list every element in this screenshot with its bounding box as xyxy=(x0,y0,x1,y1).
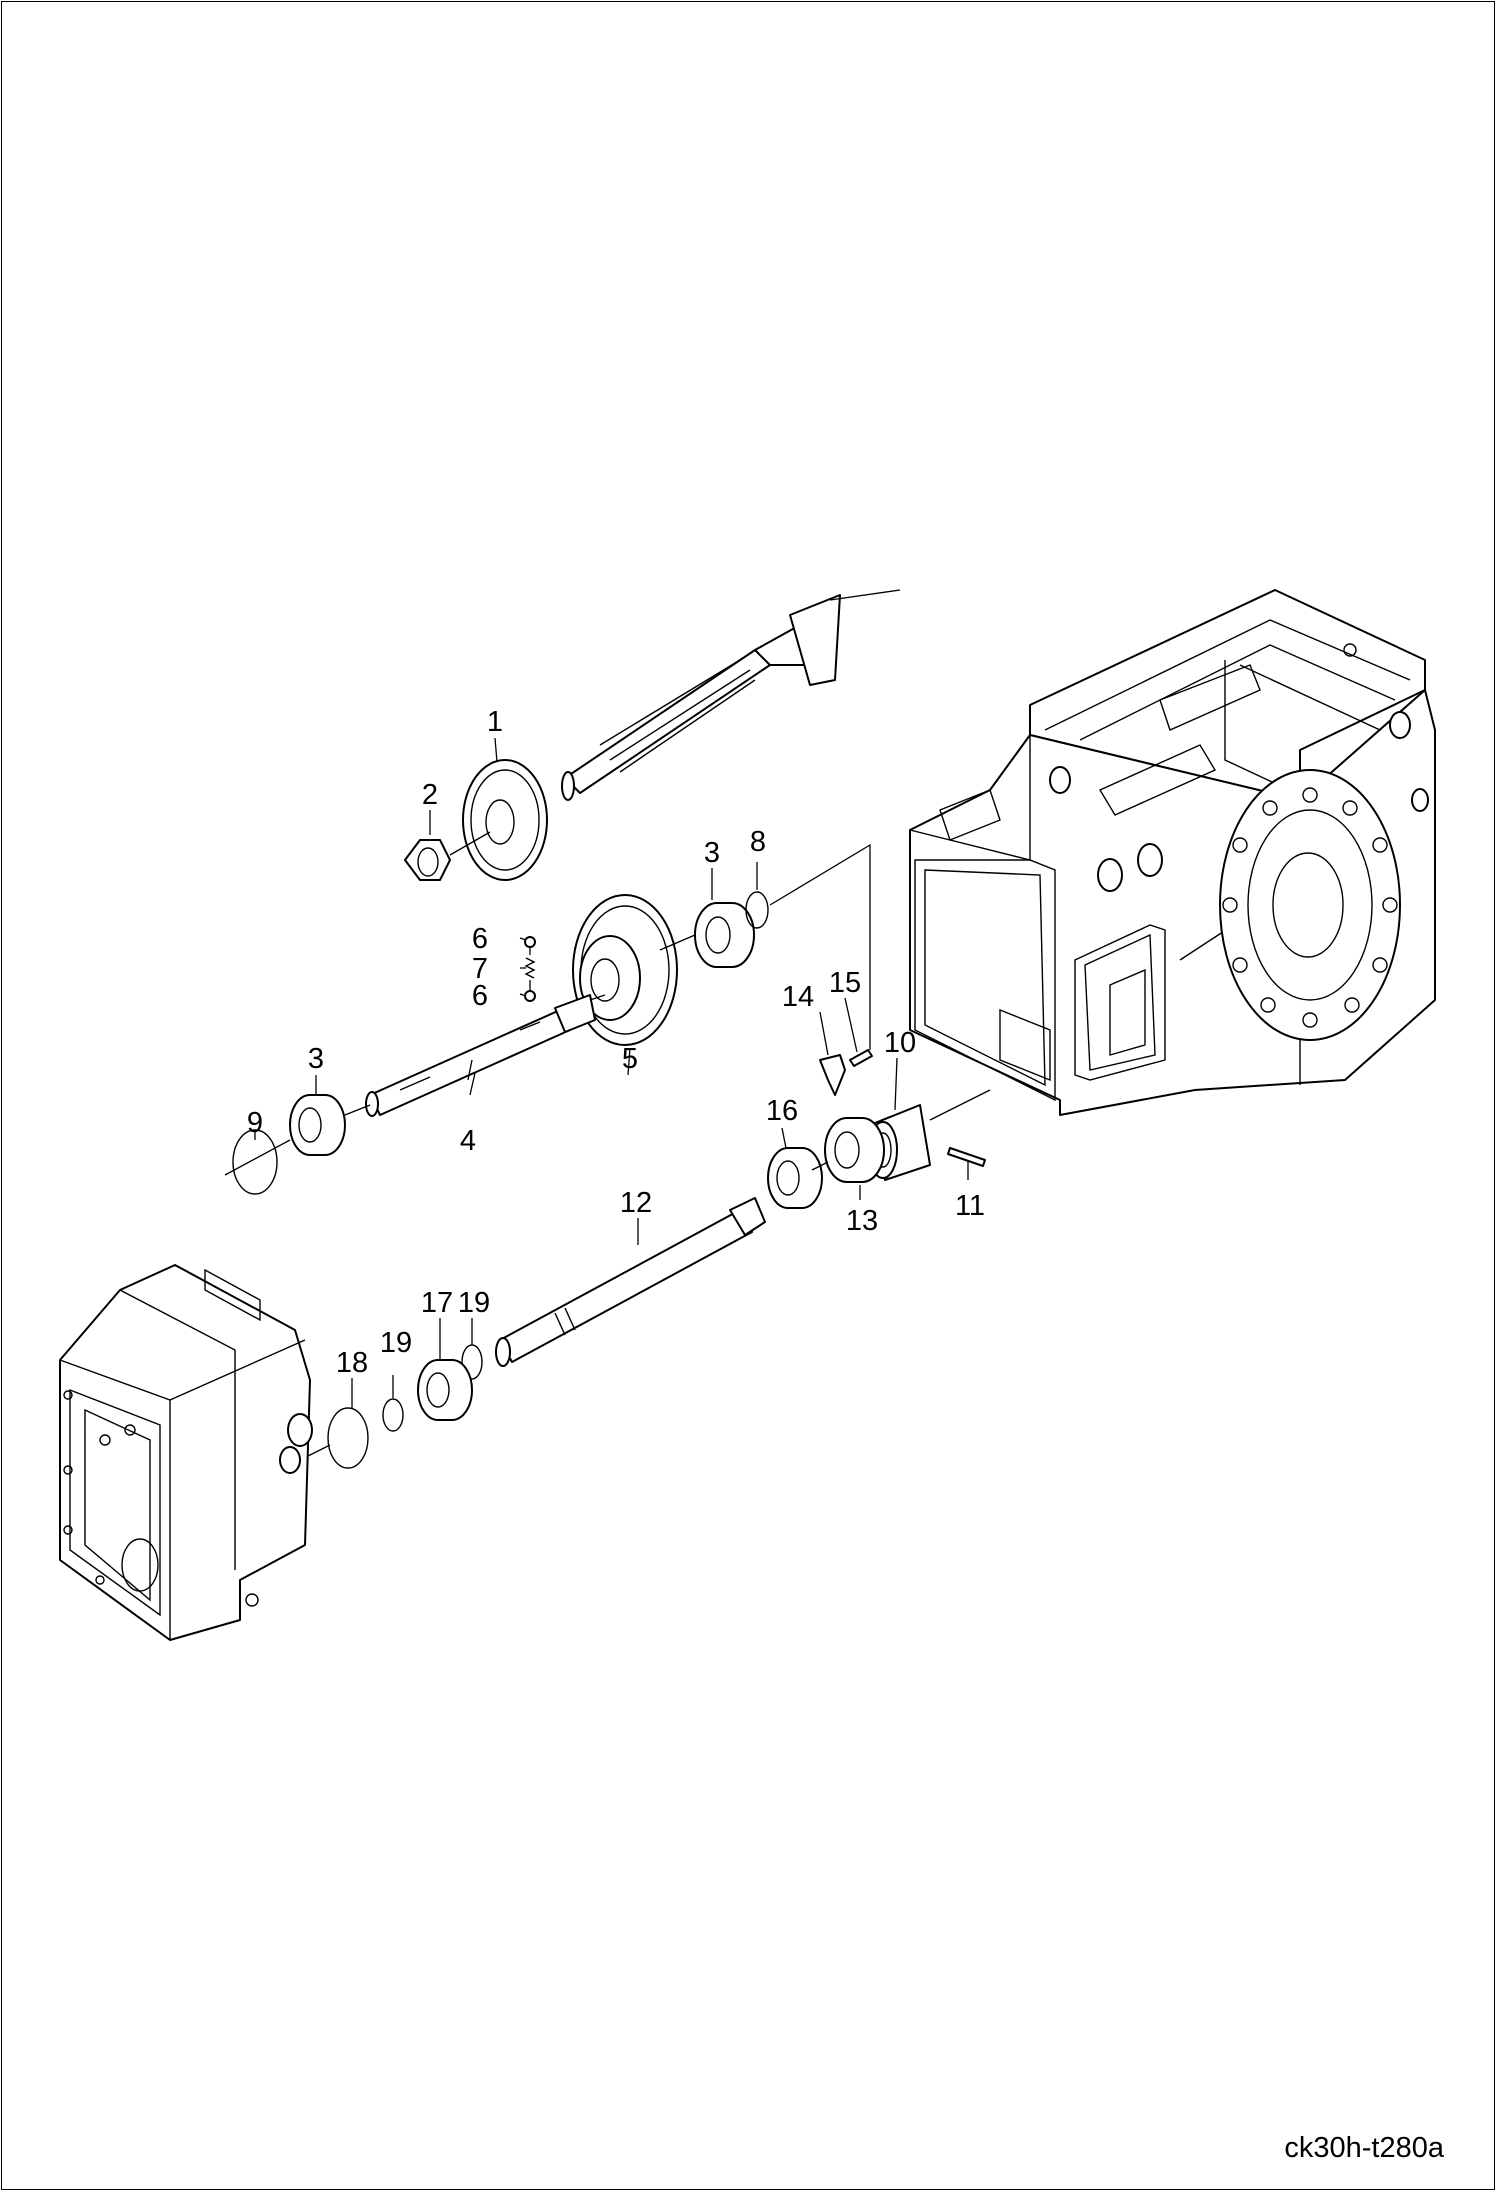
part-11-pin xyxy=(947,1147,986,1167)
callout-2: 2 xyxy=(422,779,438,811)
callout-17: 17 xyxy=(421,1287,453,1319)
part-17-bearing xyxy=(417,1359,473,1421)
callout-15: 15 xyxy=(829,967,861,999)
part-3-bearing-lower xyxy=(289,1094,346,1156)
part-1-gear xyxy=(462,759,548,881)
part-2-nut xyxy=(404,839,451,881)
part-12-output-shaft xyxy=(495,1197,766,1367)
callout-1: 1 xyxy=(487,706,503,738)
callout-10: 10 xyxy=(884,1027,916,1059)
callout-7: 7 xyxy=(472,953,488,985)
callout-14: 14 xyxy=(782,981,814,1013)
callout-19-lower: 19 xyxy=(380,1327,412,1359)
leader-lines xyxy=(254,737,969,1408)
part-14-lock-plate xyxy=(819,1054,846,1096)
part-16-bearing xyxy=(767,1147,823,1209)
figure-id: ck30h-t280a xyxy=(1284,2132,1444,2164)
callout-5: 5 xyxy=(622,1043,638,1075)
part-6-7-detent xyxy=(524,936,536,1002)
callout-3-upper: 3 xyxy=(704,837,720,869)
callout-12: 12 xyxy=(620,1187,652,1219)
transmission-case xyxy=(909,589,1436,1116)
pinion-shaft xyxy=(561,589,901,801)
callout-9: 9 xyxy=(247,1107,263,1139)
callout-19-upper: 19 xyxy=(458,1287,490,1319)
callout-4: 4 xyxy=(460,1125,476,1157)
callout-6-lower: 6 xyxy=(472,980,488,1012)
callout-16: 16 xyxy=(766,1095,798,1127)
callout-8: 8 xyxy=(750,826,766,858)
part-4-countershaft xyxy=(365,994,596,1117)
callout-13: 13 xyxy=(846,1205,878,1237)
callout-6-upper: 6 xyxy=(472,923,488,955)
part-19-snap-ring-b xyxy=(382,1398,404,1432)
callouts: 1 2 3 8 6 7 6 3 9 4 5 14 15 10 16 13 11 … xyxy=(247,706,985,1379)
callout-11: 11 xyxy=(955,1190,985,1222)
callout-18: 18 xyxy=(336,1347,368,1379)
callout-3-lower: 3 xyxy=(308,1043,324,1075)
part-8-snap-ring xyxy=(745,891,769,929)
part-15-bolt xyxy=(849,1049,873,1067)
part-18-snap-ring xyxy=(327,1407,369,1469)
part-13-bearing xyxy=(824,1117,885,1183)
rear-cover xyxy=(59,1264,313,1641)
flange-bolt-holes xyxy=(1222,787,1398,1028)
part-3-bearing-upper xyxy=(693,901,755,969)
